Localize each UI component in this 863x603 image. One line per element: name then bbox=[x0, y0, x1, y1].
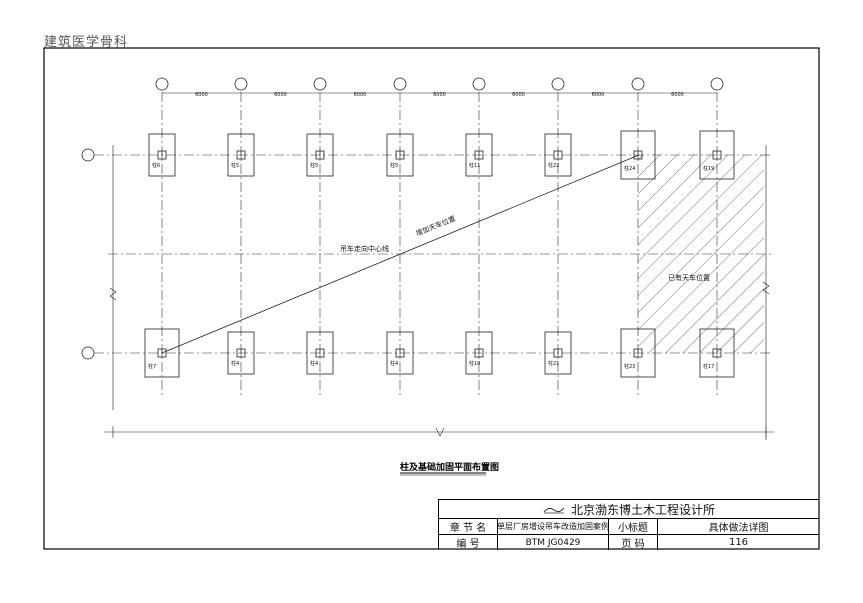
footing-outline bbox=[620, 130, 656, 180]
number-row: 编 号 BTM JG0429 页 码 116 bbox=[439, 535, 819, 550]
axis-bubble bbox=[551, 77, 565, 91]
title-block: 北京渤东博土木工程设计所 章 节 名 单层厂房增设吊车改造加固案例 小标题 具体… bbox=[438, 499, 819, 550]
company-name: 北京渤东博土木工程设计所 bbox=[570, 502, 715, 517]
axis-bubble bbox=[234, 77, 248, 91]
column-label: 柱5 bbox=[231, 162, 239, 169]
footing-outline bbox=[306, 133, 334, 177]
axis-bubble bbox=[313, 77, 327, 91]
column-label: 柱6 bbox=[152, 162, 160, 169]
span-dimension-label: 6000 bbox=[354, 92, 367, 98]
subtitle-value: 具体做法详图 bbox=[708, 523, 769, 534]
column-label: 柱4 bbox=[231, 360, 239, 367]
footing-outline bbox=[306, 331, 334, 375]
existing-crane-label: 已有天车位置 bbox=[668, 273, 710, 282]
company-row: 北京渤东博土木工程设计所 bbox=[439, 500, 819, 519]
span-dimension-label: 6000 bbox=[274, 92, 287, 98]
new-crane-label: 增加天车位置 bbox=[414, 214, 456, 238]
span-dimension-label: 6000 bbox=[195, 92, 208, 98]
footing-outline bbox=[465, 133, 493, 177]
column-label: 柱11 bbox=[469, 162, 480, 169]
footing-outline bbox=[699, 130, 735, 180]
column-label: 柱5 bbox=[390, 162, 398, 169]
subtitle-key: 小标题 bbox=[609, 519, 658, 534]
break-mark bbox=[435, 427, 445, 437]
span-dimension-label: 6000 bbox=[671, 92, 684, 98]
crane-center-label: 吊车走向中心线 bbox=[340, 244, 389, 253]
drawing-title: 柱及基础加固平面布置图 bbox=[400, 461, 499, 473]
span-dimension-label: 6000 bbox=[592, 92, 605, 98]
column-label: 柱5 bbox=[310, 162, 318, 169]
column-label: 柱23 bbox=[624, 363, 635, 370]
column-label: 柱4 bbox=[310, 360, 318, 367]
number-key: 编 号 bbox=[439, 535, 498, 550]
footing-outline bbox=[148, 133, 176, 177]
number-value: BTM JG0429 bbox=[498, 535, 609, 550]
new-crane-line bbox=[161, 154, 640, 354]
chapter-key: 章 节 名 bbox=[439, 519, 498, 534]
axis-bubble bbox=[393, 77, 407, 91]
column-label: 柱22 bbox=[548, 162, 559, 169]
axis-bubble bbox=[81, 148, 95, 162]
footing-outline bbox=[386, 331, 414, 375]
footing-outline bbox=[544, 133, 572, 177]
column-label: 柱4 bbox=[390, 360, 398, 367]
footing-outline bbox=[620, 328, 656, 378]
column-label: 柱17 bbox=[703, 363, 714, 370]
footing-outline bbox=[544, 331, 572, 375]
page-key: 页 码 bbox=[609, 535, 658, 550]
footing-outline bbox=[699, 328, 735, 378]
span-dimension-label: 6000 bbox=[433, 92, 446, 98]
footing-outline bbox=[144, 328, 180, 378]
footing-outline bbox=[227, 331, 255, 375]
chapter-value: 单层厂房增设吊车改造加固案例 bbox=[498, 519, 609, 534]
span-dimension-label: 6000 bbox=[512, 92, 525, 98]
footing-outline bbox=[465, 331, 493, 375]
axis-bubble bbox=[710, 77, 724, 91]
chapter-row: 章 节 名 单层厂房增设吊车改造加固案例 小标题 具体做法详图 bbox=[439, 519, 819, 535]
company-logo-icon bbox=[543, 507, 565, 514]
axis-bubble bbox=[81, 346, 95, 360]
footing-outline bbox=[227, 133, 255, 177]
page-value: 116 bbox=[728, 537, 749, 548]
break-mark bbox=[109, 287, 117, 301]
column-label: 柱10 bbox=[469, 360, 480, 367]
sheet-border bbox=[43, 47, 820, 550]
break-mark bbox=[762, 281, 770, 295]
axis-bubble bbox=[155, 77, 169, 91]
axis-bubble bbox=[631, 77, 645, 91]
footing-outline bbox=[386, 133, 414, 177]
column-label: 柱7 bbox=[148, 363, 156, 370]
column-label: 柱21 bbox=[548, 360, 559, 367]
column-label: 柱24 bbox=[624, 165, 635, 172]
axis-bubble bbox=[472, 77, 486, 91]
column-label: 柱19 bbox=[703, 165, 714, 172]
source-caption: 建筑医学骨科 bbox=[44, 35, 129, 50]
